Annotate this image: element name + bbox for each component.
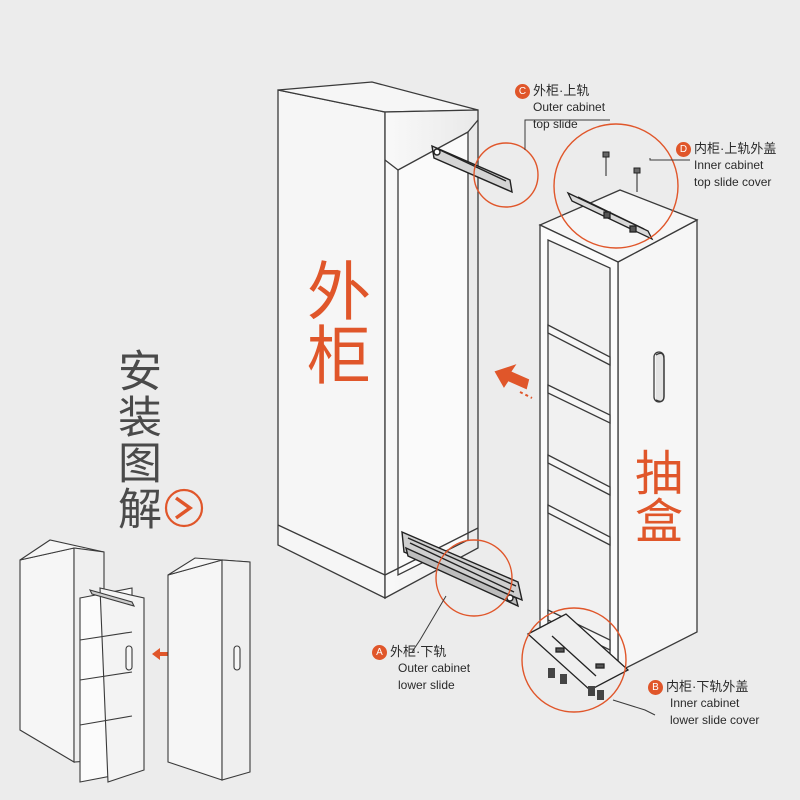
detail-circle-b [521, 607, 627, 713]
leader-lines [411, 119, 690, 716]
callout-en-1: Outer cabinet [533, 100, 606, 114]
detail-circle-d [553, 123, 679, 249]
inner-lower-slide-cover [526, 613, 630, 691]
callout-badge: A [372, 645, 387, 660]
outer-cabinet [277, 81, 479, 600]
callout-badge: C [515, 84, 530, 99]
insert-arrow-icon [494, 364, 533, 399]
callout-zh: 外柜·上轨 [533, 83, 590, 98]
insert-arrow-icon [152, 648, 168, 660]
callout-zh: 内柜·上轨外盖 [694, 141, 777, 156]
small-cabinet-closed [167, 557, 251, 781]
screw-icon [548, 668, 604, 700]
callout-badge: D [676, 142, 691, 157]
outer-lower-slide [401, 530, 523, 608]
callout-zh: 内柜·下轨外盖 [666, 679, 749, 694]
callout-en-2: lower slide [398, 678, 455, 692]
drawer-handle [653, 351, 665, 403]
callout-zh: 外柜·下轨 [390, 644, 447, 659]
callout-badge: B [648, 680, 663, 695]
small-cabinet-open [19, 539, 145, 783]
screw-icon [602, 151, 641, 192]
outer-cabinet-label: 外柜 [296, 258, 370, 386]
callout-en-2: lower slide cover [670, 713, 760, 727]
inner-top-slide-cover [566, 191, 654, 241]
callout-en-1: Inner cabinet [670, 696, 740, 710]
callout-en-1: Outer cabinet [398, 661, 471, 675]
callout-en-1: Inner cabinet [694, 158, 764, 172]
page-title: 安装图解 [110, 348, 161, 532]
outer-top-slide [431, 144, 513, 194]
detail-circle-a [435, 539, 513, 617]
drawer-label: 抽盒 [626, 448, 682, 544]
callout-en-2: top slide [533, 117, 578, 131]
callout-en-2: top slide cover [694, 175, 772, 189]
next-arrow-icon [164, 488, 204, 528]
drawer-cabinet [538, 189, 699, 674]
detail-circle-c [473, 142, 539, 208]
